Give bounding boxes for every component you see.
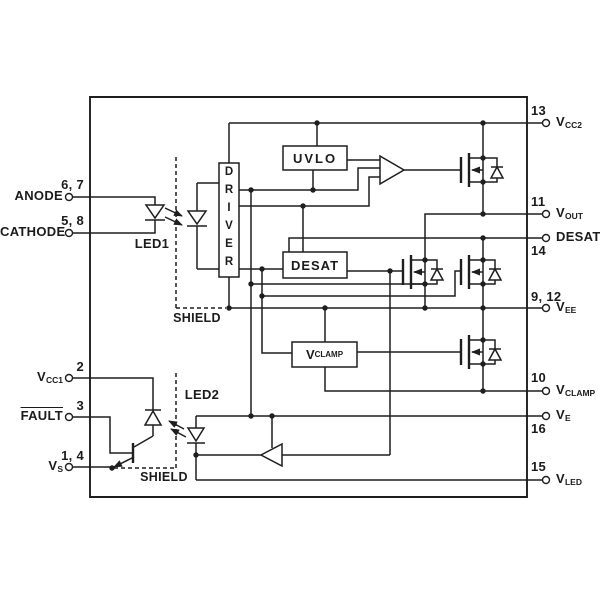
- shield-input-label: SHIELD: [173, 311, 221, 325]
- shield-output-label: SHIELD: [140, 470, 188, 484]
- pin-label-vclamp-sub: CLAMP: [564, 388, 596, 398]
- vclamp-block: [292, 342, 357, 367]
- pin-label-vcc1: VCC1: [0, 369, 63, 385]
- photodiode1-symbol: [187, 183, 219, 269]
- uvlo-block: [283, 123, 380, 190]
- uvlo-block-text: UVLO: [292, 150, 338, 166]
- driver-block-text: DRIVER: [223, 166, 235, 274]
- pin-label-vee: VEE: [556, 299, 576, 315]
- mosfet-mid-left: [403, 255, 443, 308]
- pin-label-vled-sub: LED: [564, 477, 582, 487]
- pin-label-vled: VLED: [556, 471, 582, 487]
- pin-number-vled: 15: [531, 459, 547, 474]
- pin-label-vs: VS: [0, 458, 63, 474]
- pin-label-vclamp: VCLAMP: [556, 382, 595, 398]
- desat-block: [239, 206, 542, 455]
- pin-label-vee-sub: EE: [564, 305, 577, 315]
- pin-label-cathode: CATHODE: [0, 224, 66, 239]
- pin-number-vout: 11: [531, 194, 546, 209]
- pin-label-vcc2-sub: CC2: [564, 120, 582, 130]
- pin-terminals: [64, 118, 551, 485]
- pin-label-ve-sub: E: [564, 413, 571, 423]
- desat-block-label: DESAT: [283, 252, 347, 278]
- ic-outline: [90, 97, 527, 497]
- pin-number-vcc2: 13: [531, 103, 547, 118]
- pin-label-vout-sub: OUT: [564, 211, 583, 221]
- pin-label-vout-text: V: [556, 205, 565, 220]
- pin-label-desat-text: DESAT: [556, 229, 600, 244]
- fault-transistor-circuit: [73, 378, 161, 467]
- vclamp-block-sub: CLAMP: [314, 350, 344, 359]
- internal-rails: [196, 190, 542, 480]
- pin-label-vee-text: V: [556, 299, 565, 314]
- driver-block: [219, 123, 542, 308]
- buffer2-symbol: [196, 444, 390, 466]
- led1-symbol: [73, 197, 183, 233]
- pin-number-vs: 1, 4: [61, 448, 84, 463]
- pin-label-vcc2-text: V: [556, 114, 565, 129]
- driver-block-label: DRIVER: [219, 163, 239, 277]
- pin-number-cathode: 5, 8: [61, 213, 84, 228]
- pin-label-vclamp-text: V: [556, 382, 565, 397]
- mosfet-mid-right: [461, 238, 501, 340]
- pin-number-fault: 3: [76, 398, 84, 413]
- buffer1-symbol: [380, 156, 461, 184]
- pin-label-fault: FAULT: [0, 408, 63, 423]
- pin-label-vcc2: VCC2: [556, 114, 582, 130]
- pin-label-fault-text: FAULT: [20, 408, 63, 423]
- vclamp-block-text: V: [305, 347, 315, 362]
- pin-number-vee: 9, 12: [531, 289, 562, 304]
- mosfet-bottom: [461, 335, 501, 391]
- junction-dots: [109, 120, 486, 471]
- pin-label-vcc1-sub: CC1: [45, 375, 63, 385]
- pin-number-vclamp: 10: [531, 370, 547, 385]
- uvlo-block-label: UVLO: [283, 146, 347, 170]
- mosfet-top: [461, 123, 503, 214]
- pin-label-vout: VOUT: [556, 205, 583, 221]
- pin-number-ve: 16: [531, 421, 547, 436]
- led2-label: LED2: [184, 387, 220, 402]
- pin-number-desat: 14: [531, 243, 547, 258]
- pin-label-vs-sub: S: [57, 464, 63, 474]
- pin-label-desat: DESAT: [556, 229, 600, 244]
- pin-label-vs-text: V: [48, 458, 58, 473]
- pin-number-anode: 6, 7: [61, 177, 84, 192]
- pin-label-ve-text: V: [556, 407, 565, 422]
- shield-input-line: [176, 157, 226, 308]
- pin-label-vled-text: V: [556, 471, 565, 486]
- desat-block-text: DESAT: [290, 257, 340, 273]
- led1-label: LED1: [134, 236, 170, 251]
- pin-label-vcc1-text: V: [37, 369, 46, 384]
- pin-number-vcc1: 2: [76, 359, 84, 374]
- pin-label-cathode-text: CATHODE: [0, 224, 66, 239]
- pin-label-anode-text: ANODE: [14, 188, 63, 203]
- pin-label-ve: VE: [556, 407, 571, 423]
- pin-label-anode: ANODE: [0, 188, 63, 203]
- shield-output-line: [114, 373, 176, 468]
